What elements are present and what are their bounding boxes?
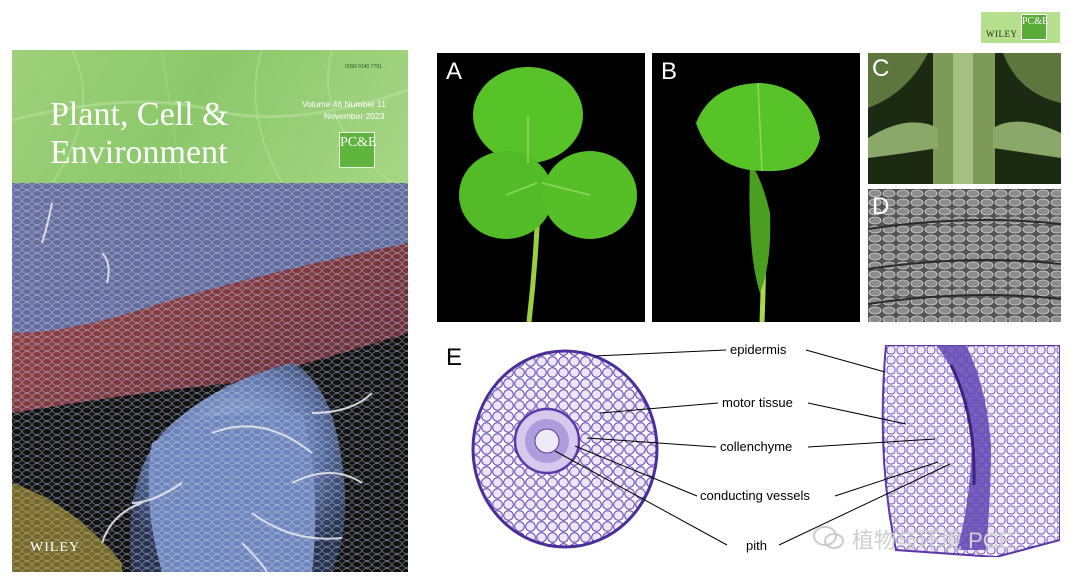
panel-d: D [868, 189, 1061, 322]
cover-title: Plant, Cell & Environment [50, 96, 229, 171]
journal-cover: ISSN 0140 7791 Plant, Cell & Environment… [12, 50, 408, 572]
panel-label-c: C [872, 55, 890, 82]
label-pith: pith [746, 538, 767, 553]
wiley-pce-logo: WILEY PC&E [981, 12, 1060, 43]
cover-publisher: WILEY [30, 540, 81, 555]
label-epidermis: epidermis [730, 342, 787, 357]
leaf-vein-texture [12, 50, 408, 183]
panel-label-d: D [872, 193, 890, 220]
cross-section-image [471, 349, 659, 549]
sem-epidermis-image [868, 189, 1061, 322]
panel-label-a: A [446, 58, 463, 85]
label-collenchyme: collenchyme [720, 439, 793, 454]
cover-volume: Volume 46 Number 11 [302, 99, 386, 109]
wechat-icon [813, 526, 844, 549]
panel-a: A [437, 53, 645, 322]
pulvinus-closeup-image [868, 53, 1061, 184]
label-conducting-vessels: conducting vessels [700, 488, 810, 503]
cover-issue-info: Volume 46 Number 11 November 2023 [302, 98, 386, 122]
cover-header: ISSN 0140 7791 Plant, Cell & Environment… [12, 50, 408, 183]
panel-label-b: B [661, 58, 678, 85]
panel-b: B [652, 53, 860, 322]
panel-label-e: E [446, 344, 463, 371]
wiley-logo-text: WILEY [986, 29, 1018, 39]
label-motor-tissue: motor tissue [722, 395, 793, 410]
trifoliate-leaf-image [437, 53, 645, 322]
pce-mark: PC&E [1021, 14, 1048, 40]
longitudinal-section-image [881, 345, 1060, 557]
panel-c: C [868, 53, 1061, 184]
cover-issn: ISSN 0140 7791 [345, 64, 382, 70]
pce-logo: PC&E [339, 132, 377, 168]
folded-leaf-image [652, 53, 860, 322]
watermark-text: 植物与环境 PCE [852, 528, 1014, 553]
cover-date: November 2023 [324, 111, 385, 121]
cover-sem-image [12, 183, 408, 572]
